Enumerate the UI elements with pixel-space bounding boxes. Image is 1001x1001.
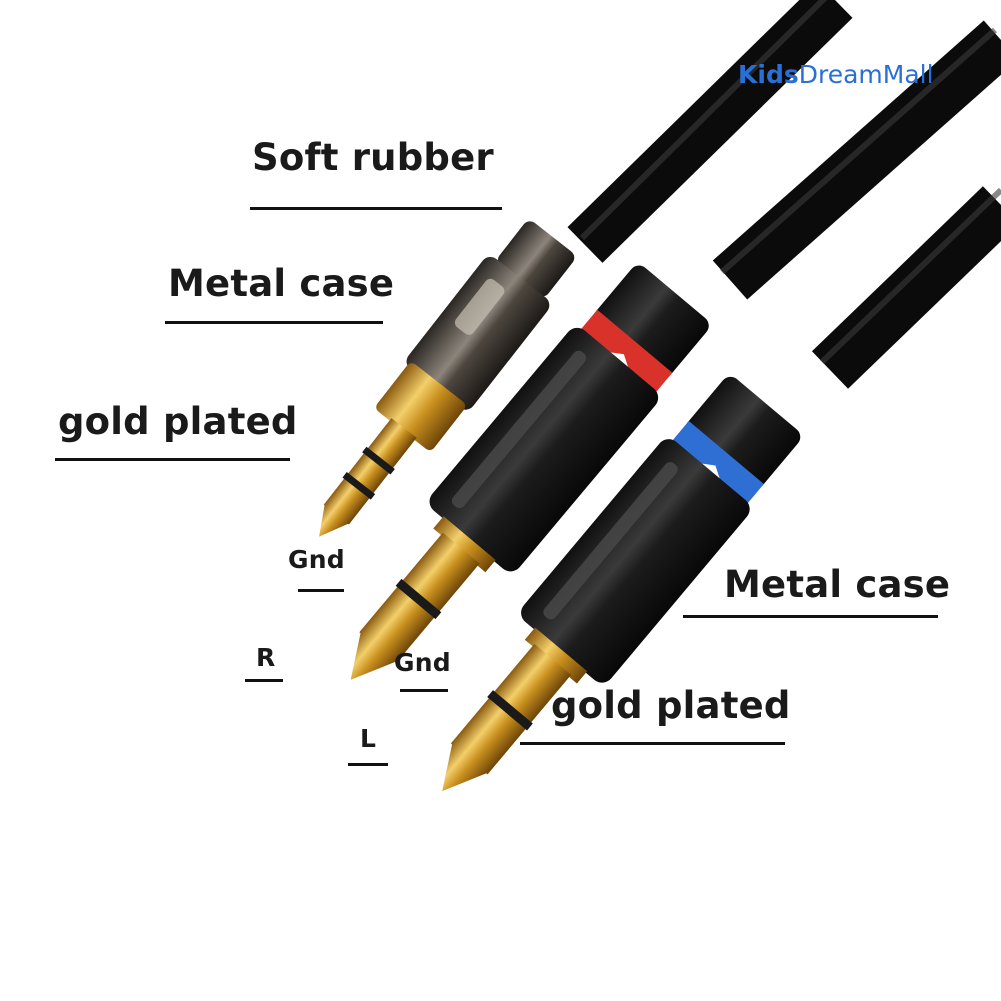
rule-r: [245, 679, 283, 682]
rule-metal-case-left: [165, 321, 383, 324]
label-r: R: [256, 643, 276, 672]
rule-l: [348, 763, 388, 766]
rule-gnd-2: [400, 689, 448, 692]
label-l: L: [360, 724, 377, 753]
plug-6-35mm-blue: [442, 376, 801, 792]
cable-left: [567, 0, 853, 263]
watermark-part-2: DreamMall: [798, 60, 934, 89]
red-band: [577, 309, 673, 396]
cable-right: [811, 186, 1001, 389]
metal-case-middle: [429, 327, 659, 572]
plug-6-35mm-red: [350, 265, 709, 680]
watermark-part-1: Kids: [738, 60, 799, 89]
label-metal-case-left: Metal case: [168, 262, 395, 305]
label-soft-rubber: Soft rubber: [252, 136, 494, 179]
label-metal-case-right: Metal case: [724, 563, 951, 606]
label-gnd-1: Gnd: [288, 545, 345, 574]
rule-gnd-1: [298, 589, 344, 592]
metal-case-left: [406, 256, 550, 410]
blue-band: [669, 421, 764, 507]
plug-3-5mm: [319, 221, 575, 537]
brand-watermark: KidsDreamMall: [738, 60, 934, 89]
rule-gold-plated-right: [520, 742, 785, 745]
cable-middle: [712, 20, 1001, 300]
rule-gold-plated-left: [55, 458, 290, 461]
rule-metal-case-right: [683, 615, 938, 618]
gold-collar-left: [376, 363, 466, 451]
label-gold-plated-left: gold plated: [58, 400, 298, 443]
label-gold-plated-right: gold plated: [551, 684, 791, 727]
metal-case-right: [521, 439, 750, 683]
rule-soft-rubber: [250, 207, 502, 210]
label-gnd-2: Gnd: [394, 648, 451, 677]
gold-pin-left: [323, 418, 417, 525]
